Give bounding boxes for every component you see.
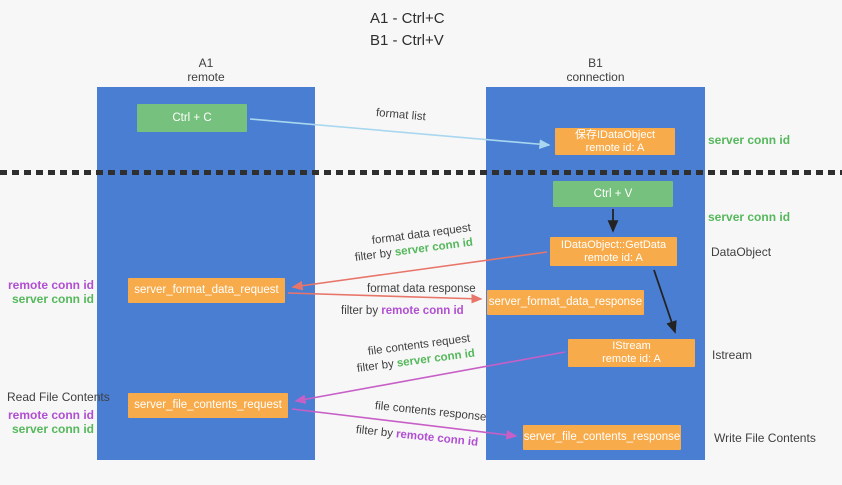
label-write-file-contents: Write File Contents [714,431,816,445]
node-server-file-contents-request: server_file_contents_request [128,393,288,418]
label-dataobject: DataObject [711,245,772,259]
node-server-format-data-response-label: server_format_data_response [488,296,643,308]
label-server-conn-id-mid: server conn id [708,210,791,224]
label-format-list: format list [375,107,427,124]
diagram-title: A1 - Ctrl+C B1 - Ctrl+V [370,8,445,52]
lifeline-a-id: A1 [198,56,214,70]
title-line-2: B1 - Ctrl+V [370,32,444,49]
format-conn-id-group: remote conn id server conn id [6,278,94,306]
lifeline-b-header: B1 connection [486,56,705,84]
node-istream-line1: IStream [612,340,651,352]
node-istream: IStream remote id: A [568,339,695,367]
node-ctrl-c-label: Ctrl + C [172,111,212,124]
node-server-file-contents-response: server_file_contents_response [523,425,681,450]
node-save-dataobject-line2: remote id: A [585,141,645,154]
lifeline-b-id: B1 [588,56,603,70]
label-file-contents-response-filter: filter by remote conn id [355,424,478,449]
lifeline-a-subtitle: remote [187,70,225,84]
node-save-dataobject-line1: 保存IDataObject [574,128,656,141]
filter-by-text: filter by [341,305,382,317]
filter-key-remote-conn-id: remote conn id [381,305,464,317]
node-server-format-data-response: server_format_data_response [487,290,644,315]
filter-by-text: filter by [356,357,398,375]
label-read-file-contents: Read File Contents [7,390,110,404]
phase-divider-dotted-line [0,170,842,175]
label-format-data-response-filter: filter by remote conn id [341,305,464,317]
node-getdata-line1: IDataObject::GetData [560,238,667,251]
label-istream: Istream [712,348,753,362]
lifeline-a-header: A1 remote [97,56,315,84]
label-format-remote-conn-id: remote conn id [7,278,94,292]
filter-by-text: filter by [355,424,397,441]
node-server-format-data-request: server_format_data_request [128,278,285,303]
node-server-file-contents-request-label: server_file_contents_request [134,399,282,411]
node-getdata-line2: remote id: A [584,251,643,264]
node-ctrl-v: Ctrl + V [553,181,673,207]
label-server-conn-id-top: server conn id [708,133,791,147]
node-server-file-contents-response-label: server_file_contents_response [523,431,681,443]
node-ctrl-v-label: Ctrl + V [593,187,633,200]
label-file-contents-response: file contents response [374,400,487,424]
label-file-server-conn-id: server conn id [11,422,94,436]
node-getdata: IDataObject::GetData remote id: A [550,237,677,266]
label-format-data-response: format data response [367,283,476,295]
lifeline-b-subtitle: connection [566,70,625,84]
node-server-format-data-request-label: server_format_data_request [134,284,279,296]
filter-key-remote-conn-id: remote conn id [395,428,479,449]
label-file-remote-conn-id: remote conn id [7,408,94,422]
node-ctrl-c: Ctrl + C [137,104,247,132]
node-save-dataobject: 保存IDataObject remote id: A [555,128,675,155]
title-line-1: A1 - Ctrl+C [370,10,445,27]
label-format-server-conn-id: server conn id [11,292,94,306]
file-conn-id-group: remote conn id server conn id [6,408,94,436]
filter-by-text: filter by [354,246,396,264]
node-istream-line2: remote id: A [602,353,661,365]
